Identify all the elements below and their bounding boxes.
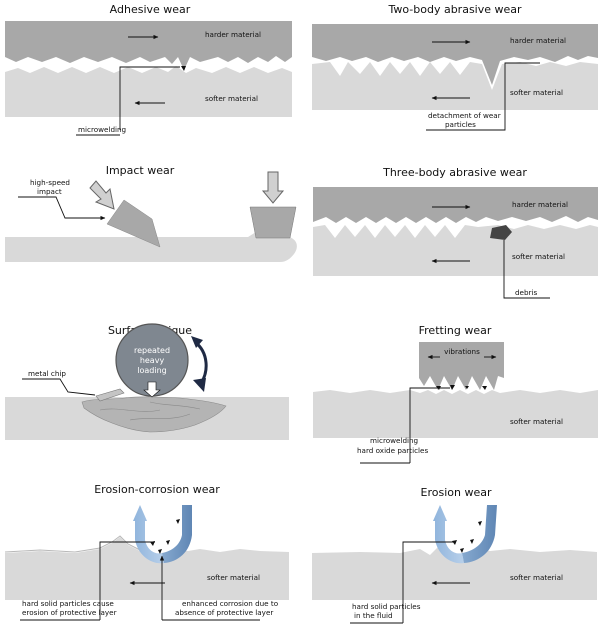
- oxide-particle: [450, 385, 455, 390]
- rotation-arrowtail: [191, 336, 203, 348]
- erosion-label-line1: hard solid particles cause: [22, 599, 114, 608]
- harder-material-block: [313, 187, 598, 223]
- base-material: [5, 237, 297, 262]
- oxide-particle: [465, 386, 469, 389]
- softer-material-label: softer material: [207, 573, 260, 582]
- panel-adhesive-wear: Adhesive wear harder material softer mat…: [5, 3, 292, 136]
- fatigue-damage-zone: [81, 396, 227, 433]
- fluid-flow-in: [433, 505, 464, 564]
- rotation-arrowhead: [193, 378, 206, 392]
- harder-material-block: [5, 21, 292, 70]
- solid-particle: [470, 539, 474, 544]
- panel-title: Three-body abrasive wear: [382, 166, 527, 179]
- panel-impact-wear: Impact wear high-speed impact: [5, 164, 297, 262]
- softer-material-block: [312, 62, 598, 110]
- panel-fretting-wear: Fretting wear vibrations softer material…: [313, 324, 598, 464]
- panel-title: Impact wear: [106, 164, 175, 177]
- panel-surface-fatigue: Surface fatigue repeated heavy loading m…: [5, 323, 289, 440]
- vibrating-block: [419, 342, 504, 390]
- softer-material-block: [5, 66, 292, 117]
- panel-title: Adhesive wear: [110, 3, 191, 16]
- harder-material-label: harder material: [510, 36, 566, 45]
- detachment-label-line2: particles: [445, 120, 476, 129]
- particles-label-line2: in the fluid: [354, 611, 393, 620]
- fluid-flow-out: [462, 505, 497, 563]
- fluid-flow-out: [162, 505, 192, 563]
- downward-arrow: [261, 171, 285, 204]
- detachment-label-line1: detachment of wear: [428, 111, 501, 120]
- ball-label-line2: heavy: [140, 356, 165, 365]
- solid-particle: [176, 519, 180, 524]
- impact-leader-arrow: [18, 196, 106, 221]
- vibrations-label: vibrations: [444, 347, 480, 356]
- particles-label-line1: hard solid particles: [352, 602, 421, 611]
- panel-three-body-abrasive-wear: Three-body abrasive wear harder material…: [313, 166, 598, 299]
- solid-particle: [460, 548, 464, 553]
- softer-material-block: [313, 390, 598, 438]
- softer-material-label: softer material: [512, 252, 565, 261]
- panel-title: Erosion-corrosion wear: [94, 483, 220, 496]
- softer-material-label: softer material: [510, 417, 563, 426]
- microwelding-leader-line: [409, 387, 450, 463]
- particles-leader-line: [402, 541, 455, 623]
- fretting-label-line1: microwelding: [370, 436, 418, 445]
- panel-erosion-corrosion-wear: Erosion-corrosion wear softer material h…: [4, 483, 289, 621]
- falling-block: [249, 206, 297, 239]
- softer-material-label: softer material: [205, 94, 258, 103]
- projectile-wedge: [106, 199, 161, 248]
- harder-material-label: harder material: [205, 30, 261, 39]
- softer-material-block: [313, 225, 598, 276]
- high-speed-label-line2: impact: [37, 187, 62, 196]
- metal-chip-label: metal chip: [28, 369, 66, 378]
- corrosion-label-line2: absence of protective layer: [175, 608, 273, 617]
- panel-title: Fretting wear: [419, 324, 492, 337]
- debris-leader-line: [503, 240, 550, 299]
- wear-particle-leader-line: [426, 62, 540, 131]
- erosion-label-line2: erosion of protective layer: [22, 608, 117, 617]
- debris-particle: [490, 225, 512, 240]
- fretting-label-line2: hard oxide particles: [357, 446, 428, 455]
- metal-chip-leader-line: [22, 378, 96, 396]
- ball-label-line1: repeated: [134, 346, 170, 355]
- solid-particle: [478, 521, 482, 526]
- solid-particle: [166, 540, 170, 545]
- ball-label-line3: loading: [137, 366, 166, 375]
- microwelded-particle: [181, 66, 186, 71]
- erosion-leader-line: [99, 541, 155, 620]
- solid-particle: [158, 549, 162, 554]
- fatigue-cracks: [99, 401, 201, 421]
- debris-label: debris: [515, 288, 537, 297]
- base-material: [5, 537, 289, 600]
- microwelding-leader-line: [119, 66, 180, 130]
- high-speed-label-line1: high-speed: [30, 178, 70, 187]
- harder-material-block: [312, 24, 598, 85]
- panel-title: Erosion wear: [421, 486, 492, 499]
- corrosion-label-line1: enhanced corrosion due to: [182, 599, 278, 608]
- fluid-flow-in: [133, 505, 164, 564]
- harder-material-label: harder material: [512, 200, 568, 209]
- softer-material-label: softer material: [510, 88, 563, 97]
- metal-chip: [95, 388, 125, 402]
- oxide-particle: [482, 386, 487, 390]
- panel-two-body-abrasive-wear: Two-body abrasive wear harder material s…: [312, 3, 598, 131]
- impact-direction-arrow: [89, 180, 115, 210]
- panel-title: Two-body abrasive wear: [387, 3, 522, 16]
- protective-layer-surface: [4, 535, 141, 553]
- solid-particle: [452, 540, 457, 545]
- softer-material-label: softer material: [510, 573, 563, 582]
- microwelding-label: microwelding: [78, 125, 126, 134]
- base-material: [312, 545, 597, 600]
- panel-erosion-wear: Erosion wear softer material hard solid …: [312, 486, 597, 624]
- load-arrow-icon: [143, 381, 161, 398]
